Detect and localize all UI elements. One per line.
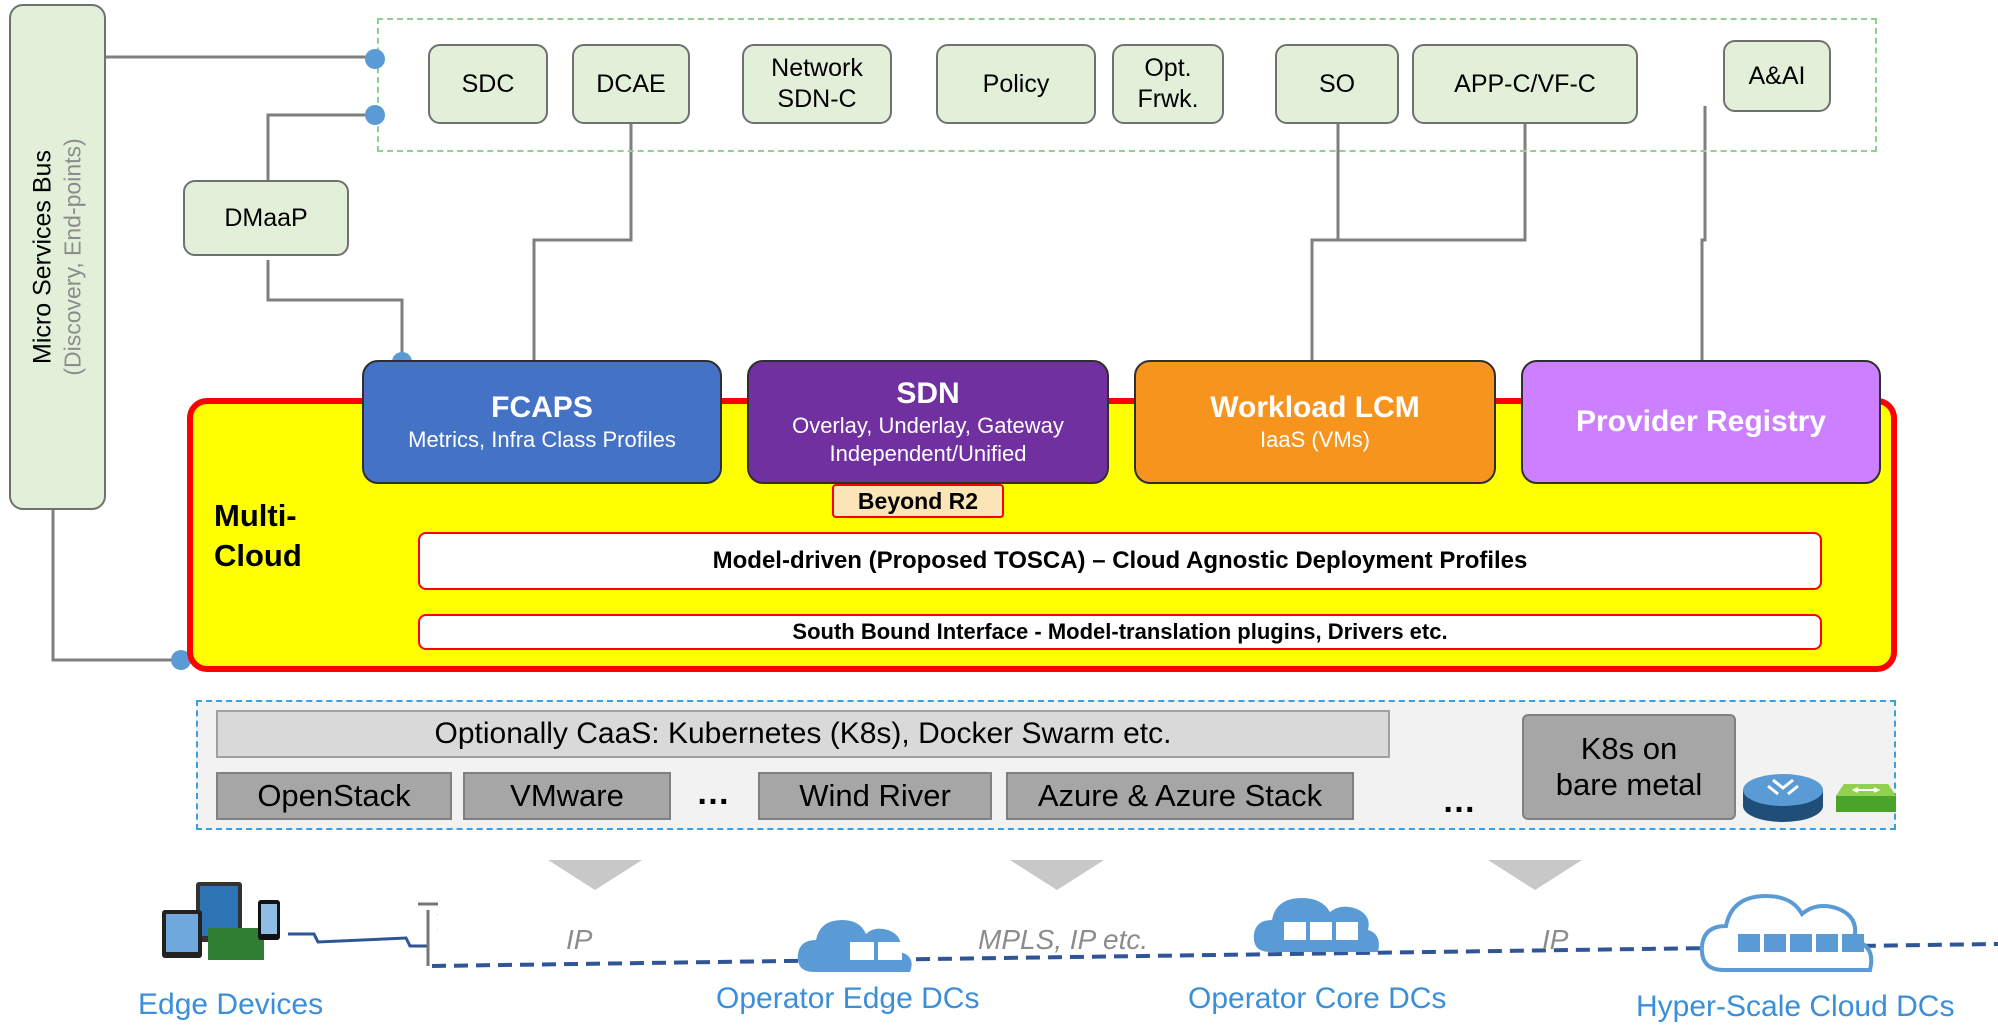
network-label-ip-1: IP — [566, 924, 593, 955]
provider-registry-title: Provider Registry — [1575, 405, 1827, 438]
bus-connector-dot-2 — [365, 105, 385, 125]
provider-azure[interactable]: Azure & Azure Stack — [1006, 772, 1354, 820]
ellipsis-1: … — [696, 774, 730, 812]
site-hyperscale-cloud-dcs: Hyper-Scale Cloud DCs — [1636, 990, 1955, 1023]
model-driven-bar: Model-driven (Proposed TOSCA) – Cloud Ag… — [418, 532, 1822, 590]
component-sdnc[interactable]: Network SDN-C — [742, 44, 892, 124]
site-edge-devices: Edge Devices — [138, 988, 324, 1021]
fcaps-module[interactable]: FCAPS Metrics, Infra Class Profiles — [362, 360, 722, 484]
network-label-ip-2: IP — [1542, 924, 1569, 955]
switch-icon — [1836, 784, 1896, 812]
cell-tower-icon — [288, 902, 438, 966]
component-dcae[interactable]: DCAE — [572, 44, 690, 124]
ellipsis-2: … — [1442, 782, 1476, 820]
hyperscale-cloud-icon — [1699, 893, 1874, 972]
k8s-bare-metal[interactable]: K8s on bare metal — [1522, 714, 1736, 820]
southbound-bar: South Bound Interface - Model-translatio… — [418, 614, 1822, 650]
beyond-r2-badge: Beyond R2 — [832, 484, 1004, 518]
component-appc-vfc[interactable]: APP-C/VF-C — [1412, 44, 1638, 124]
component-policy[interactable]: Policy — [936, 44, 1096, 124]
operator-edge-cloud-icon — [797, 920, 912, 972]
micro-services-bus[interactable]: Micro Services Bus (Discovery, End-point… — [9, 4, 106, 510]
multicloud-label: Multi- Cloud — [214, 498, 302, 573]
sdn-module[interactable]: SDN Overlay, Underlay, Gateway Independe… — [747, 360, 1109, 484]
onap-components-group — [377, 18, 1877, 152]
bus-title: Micro Services Bus — [28, 150, 57, 364]
site-operator-core-dcs: Operator Core DCs — [1188, 982, 1447, 1015]
provider-wind-river[interactable]: Wind River — [758, 772, 992, 820]
site-operator-edge-dcs: Operator Edge DCs — [716, 982, 980, 1015]
router-icon — [1743, 774, 1823, 822]
workload-lcm-title: Workload LCM — [1210, 391, 1420, 424]
provider-vmware[interactable]: VMware — [463, 772, 671, 820]
fcaps-subtitle: Metrics, Infra Class Profiles — [408, 427, 676, 452]
workload-lcm-subtitle: IaaS (VMs) — [1259, 427, 1371, 452]
provider-openstack[interactable]: OpenStack — [216, 772, 452, 820]
network-label-mpls: MPLS, IP etc. — [978, 924, 1149, 955]
bus-subtitle: (Discovery, End-points) — [59, 138, 86, 376]
sdn-subtitle: Overlay, Underlay, Gateway Independent/U… — [792, 413, 1064, 466]
component-opt-frwk[interactable]: Opt. Frwk. — [1112, 44, 1224, 124]
dmaap-box[interactable]: DMaaP — [183, 180, 349, 256]
workload-lcm-module[interactable]: Workload LCM IaaS (VMs) — [1134, 360, 1496, 484]
component-sdc[interactable]: SDC — [428, 44, 548, 124]
bus-connector-dot-1 — [365, 49, 385, 69]
edge-devices-icon — [162, 882, 280, 960]
operator-core-cloud-icon — [1253, 898, 1379, 952]
sdn-title: SDN — [896, 377, 960, 410]
component-aai[interactable]: A&AI — [1723, 40, 1831, 112]
multicloud-connector-dot — [171, 650, 191, 670]
provider-registry-module[interactable]: Provider Registry — [1521, 360, 1881, 484]
caas-bar: Optionally CaaS: Kubernetes (K8s), Docke… — [216, 710, 1390, 758]
fcaps-title: FCAPS — [491, 391, 593, 424]
component-so[interactable]: SO — [1275, 44, 1399, 124]
